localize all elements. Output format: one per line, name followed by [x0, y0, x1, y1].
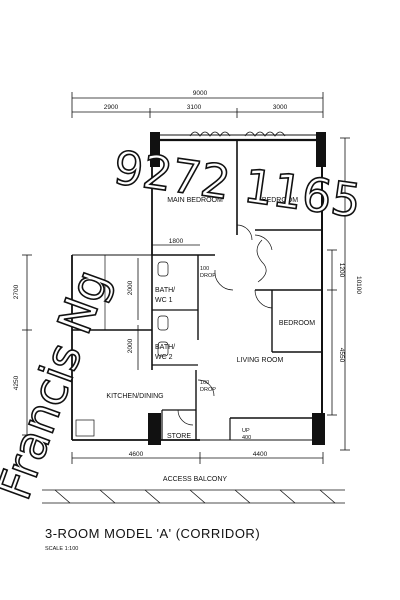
structural-columns — [148, 132, 326, 445]
room-access-balcony: ACCESS BALCONY — [163, 476, 228, 483]
room-kitchen: KITCHEN/DINING — [106, 393, 163, 400]
dim-right-upper: 1200 — [338, 263, 345, 278]
dim-inner-1800: 1800 — [169, 238, 184, 245]
dim-top-left: 2900 — [104, 104, 119, 111]
window-casements — [189, 131, 286, 137]
room-bath2-line1: BATH/ — [155, 344, 175, 351]
room-bath1-line1: BATH/ — [155, 287, 175, 294]
dim-left-lower: 4250 — [13, 375, 20, 390]
dimension-lines — [22, 92, 350, 464]
dim-top-total: 9000 — [193, 90, 208, 97]
plan-scale: SCALE 1:100 — [45, 546, 78, 552]
dim-bottom-left: 4600 — [129, 451, 144, 458]
room-bath1-line2: WC 1 — [155, 297, 173, 304]
dim-top-mid: 3100 — [187, 104, 202, 111]
dim-bottom-right: 4400 — [253, 451, 268, 458]
door-swings — [177, 224, 273, 426]
dim-inner-2000-a: 2000 — [127, 280, 134, 295]
step-up-label: UP — [242, 428, 250, 434]
dim-left-upper: 2700 — [13, 284, 20, 299]
room-living: LIVING ROOM — [237, 357, 284, 364]
drop2-value: 100 — [200, 380, 209, 386]
step-up-value: 400 — [242, 435, 251, 441]
bath-fixtures — [75, 261, 169, 437]
room-main-bedroom: MAIN BEDROOM — [167, 197, 223, 204]
dim-top-right: 3000 — [273, 104, 288, 111]
plan-title: 3-ROOM MODEL 'A' (CORRIDOR) — [45, 526, 260, 541]
access-balcony-railing — [42, 489, 345, 504]
drop1-label: DROP — [200, 273, 216, 279]
dim-right-lower: 4550 — [338, 348, 345, 363]
drop2-label: DROP — [200, 387, 216, 393]
room-bedroom-top: BEDROOM — [262, 197, 298, 204]
room-store: STORE — [167, 433, 191, 440]
room-bedroom-right: BEDROOM — [279, 320, 315, 327]
room-bath2-line2: WC 2 — [155, 354, 173, 361]
dim-right-total: 10100 — [355, 276, 362, 294]
drop1-value: 100 — [200, 266, 209, 272]
dim-inner-2000-b: 2000 — [127, 338, 134, 353]
